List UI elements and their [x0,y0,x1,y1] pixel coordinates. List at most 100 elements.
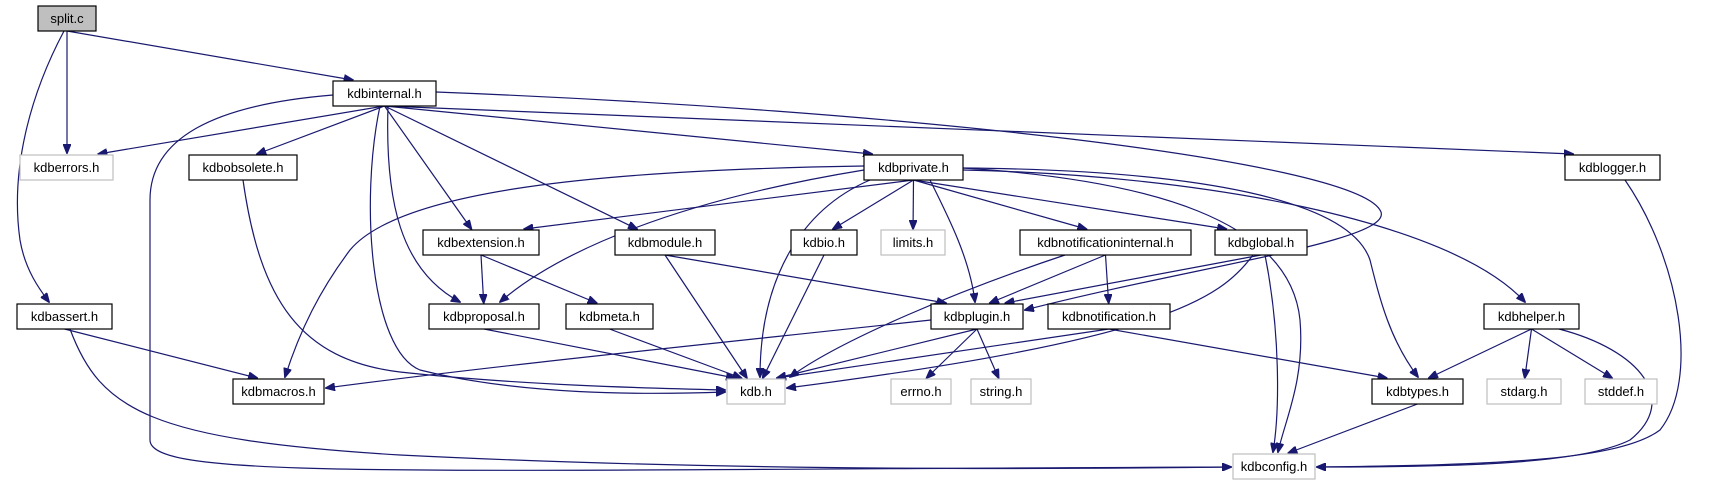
edge-kdbhelper-h-to-stdarg-h [1525,328,1533,378]
node-kdbinternal-h[interactable]: kdbinternal.h [332,80,437,107]
node-kdb-h: kdb.h [726,378,786,405]
edge-kdbprivate-h-to-kdbmacros-h [285,165,865,377]
node-label: errno.h [900,384,941,399]
node-box[interactable] [790,229,858,256]
edge-kdbprivate-h-to-kdbhelper-h [962,169,1525,302]
edge-kdbio-h-to-kdb-h [763,254,825,378]
edge-kdbprivate-h-to-kdbglobal-h [913,179,1227,229]
node-kdblogger-h[interactable]: kdblogger.h [1564,154,1661,181]
node-label: kdbnotification.h [1062,309,1156,324]
node-kdbmeta-h[interactable]: kdbmeta.h [565,303,654,330]
node-label: kdb.h [740,384,772,399]
edge-kdbinternal-h-to-kdbobsolete-h [257,105,385,154]
node-string-h: string.h [970,378,1032,405]
edge-kdbinternal-h-to-kdbplugin-h [435,91,1382,310]
node-label: kdbassert.h [31,309,98,324]
node-box[interactable] [188,154,298,181]
node-label: split.c [50,11,84,26]
node-box[interactable] [16,303,113,330]
node-label: kdbplugin.h [944,309,1011,324]
node-box[interactable] [428,303,540,330]
node-stddef-h: stddef.h [1584,378,1658,405]
edge-kdbplugin-h-to-errno-h [927,328,978,378]
node-box[interactable] [1047,303,1171,330]
node-box[interactable] [1019,229,1192,256]
node-label: kdbprivate.h [878,160,949,175]
edge-split-c-to-kdbinternal-h [66,30,353,80]
node-kdbnotification-h[interactable]: kdbnotification.h [1047,303,1171,330]
node-label: kdbextension.h [437,235,524,250]
node-kdbhelper-h[interactable]: kdbhelper.h [1483,303,1580,330]
node-split-c[interactable]: split.c [37,5,97,32]
node-kdbproposal-h[interactable]: kdbproposal.h [428,303,540,330]
edge-kdbprivate-h-to-kdbconfig-h [962,167,1302,452]
node-box [890,378,952,405]
node-box[interactable] [332,80,437,107]
node-label: kdbglobal.h [1228,235,1295,250]
node-box[interactable] [863,154,964,181]
node-kdbglobal-h[interactable]: kdbglobal.h [1214,229,1308,256]
edge-kdbinternal-h-to-kdbprivate-h [384,105,873,154]
edge-kdbplugin-h-to-string-h [976,328,999,378]
node-label: string.h [980,384,1023,399]
edge-kdbprivate-h-to-kdbio-h [833,179,914,229]
node-label: kdbmacros.h [241,384,315,399]
edge-kdbhelper-h-to-stddef-h [1531,328,1613,378]
edge-kdbhelper-h-to-kdbconfig-h [1317,328,1653,467]
edge-kdbinternal-h-to-kdbextension-h [384,105,472,229]
node-kdbtypes-h[interactable]: kdbtypes.h [1371,378,1464,405]
node-box[interactable] [422,229,540,256]
edge-kdbinternal-h-to-kdbproposal-h [387,105,460,302]
node-stdarg-h: stdarg.h [1486,378,1562,405]
edge-kdbnotification-h-to-kdb-h [777,328,1110,378]
edge-kdbprivate-h-to-kdbproposal-h [500,169,865,302]
node-kdbmacros-h[interactable]: kdbmacros.h [232,378,325,405]
node-label: kdbnotificationinternal.h [1037,235,1174,250]
node-kdbconfig-h: kdbconfig.h [1232,453,1316,480]
node-box[interactable] [930,303,1024,330]
node-box [1232,453,1316,480]
node-label: kdblogger.h [1579,160,1646,175]
node-label: kdbtypes.h [1386,384,1449,399]
edge-kdbmodule-h-to-kdbplugin-h [664,254,946,303]
node-box[interactable] [1483,303,1580,330]
node-kdbplugin-h[interactable]: kdbplugin.h [930,303,1024,330]
node-label: kdbmodule.h [628,235,702,250]
node-kdbnotificationinternal-h[interactable]: kdbnotificationinternal.h [1019,229,1192,256]
edge-kdbnotificationinternal-h-to-kdbnotification-h [1106,254,1109,303]
node-box [1486,378,1562,405]
node-box[interactable] [1564,154,1661,181]
node-box[interactable] [565,303,654,330]
node-kdbio-h[interactable]: kdbio.h [790,229,858,256]
node-box [880,229,946,256]
node-box[interactable] [614,229,716,256]
node-label: kdbhelper.h [1498,309,1565,324]
node-kdberrors-h: kdberrors.h [19,154,114,181]
node-box[interactable] [37,5,97,32]
edge-kdbassert-h-to-kdbmacros-h [64,328,258,378]
edge-kdbplugin-h-to-kdbmacros-h [326,319,932,388]
node-box[interactable] [1371,378,1464,405]
edge-kdbproposal-h-to-kdb-h [483,328,735,378]
node-kdbmodule-h[interactable]: kdbmodule.h [614,229,716,256]
node-kdbextension-h[interactable]: kdbextension.h [422,229,540,256]
edge-kdbmodule-h-to-kdb-h [664,254,747,378]
edge-split-c-to-kdbassert-h [16,30,65,302]
node-box [726,378,786,405]
node-box[interactable] [232,378,325,405]
edge-kdbextension-h-to-kdbmeta-h [480,254,597,303]
edge-kdblogger-h-to-kdbconfig-h [1317,179,1682,467]
node-label: kdbmeta.h [579,309,640,324]
node-label: kdbobsolete.h [203,160,284,175]
node-box [970,378,1032,405]
edge-kdbinternal-h-to-kdbmodule-h [384,105,637,229]
node-kdbobsolete-h[interactable]: kdbobsolete.h [188,154,298,181]
edge-kdbassert-h-to-kdbconfig-h [69,328,1231,469]
edge-kdbnotificationinternal-h-to-kdbplugin-h [990,254,1106,303]
node-kdbassert-h[interactable]: kdbassert.h [16,303,113,330]
edge-kdbprivate-h-to-kdbnotificationinternal-h [913,179,1087,229]
node-box[interactable] [1214,229,1308,256]
node-limits-h: limits.h [880,229,946,256]
node-label: stddef.h [1598,384,1644,399]
node-kdbprivate-h[interactable]: kdbprivate.h [863,154,964,181]
